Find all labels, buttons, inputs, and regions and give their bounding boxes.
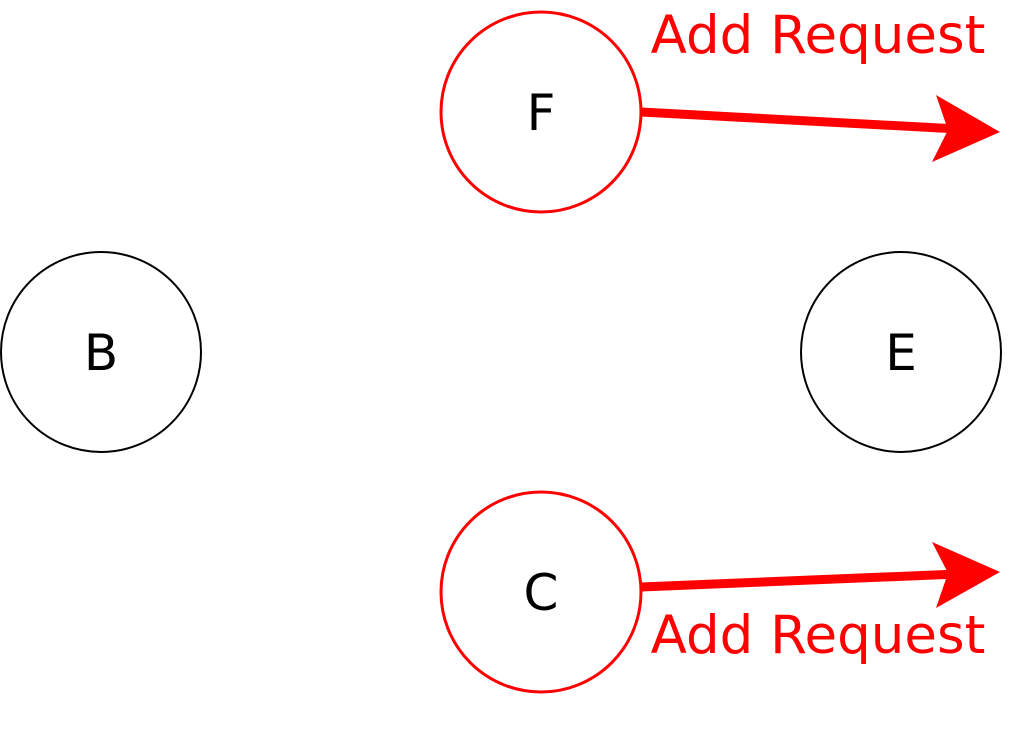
node-f[interactable]: F [439,10,643,214]
arrow-from-c-label: Add Request [651,605,986,666]
node-e[interactable]: E [800,251,1002,453]
node-e-label: E [885,324,917,382]
arrow-from-c-line [640,569,959,592]
arrow-from-c: Add Request [640,542,1000,666]
node-c-label: C [524,564,559,622]
node-c-circle [439,490,643,694]
arrow-from-f-label: Add Request [651,5,986,66]
node-f-label: F [527,84,556,142]
arrow-from-f: Add Request [640,5,1000,162]
node-b-label: B [84,324,118,382]
node-e-circle [800,251,1002,453]
node-b-circle [0,251,202,453]
arrow-from-f-head [932,95,1000,162]
node-c[interactable]: C [439,490,643,694]
arrow-from-f-line [640,107,959,134]
node-b[interactable]: B [0,251,202,453]
arrow-from-c-head [932,542,1000,608]
